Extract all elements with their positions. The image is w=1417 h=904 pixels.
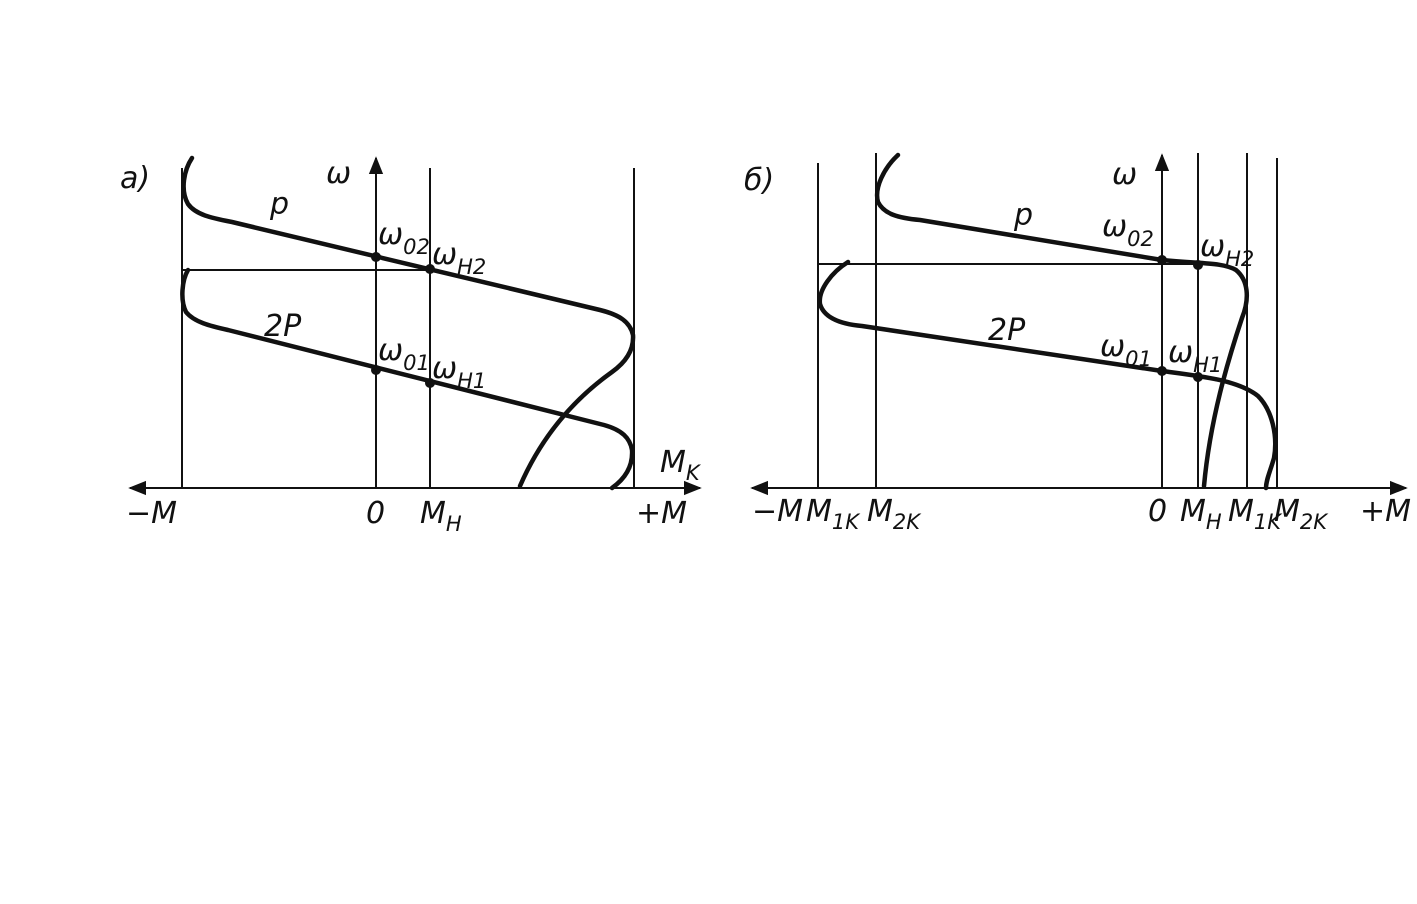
point-omega-01 bbox=[1157, 366, 1167, 376]
m2k-right-label: M2K bbox=[1274, 494, 1329, 534]
curve-p bbox=[181, 155, 636, 489]
panel-a: а) ω p 2P ω02 ωH2 ω01 ωH1 MK −M 0 MH +M bbox=[120, 155, 702, 536]
omega-h2-label: ωH2 bbox=[432, 237, 486, 279]
omega-h1-label: ωH1 bbox=[1168, 335, 1222, 377]
curve-2p bbox=[180, 267, 635, 491]
mh-label: MH bbox=[1180, 494, 1222, 534]
curve-2p-label: 2P bbox=[264, 309, 302, 344]
omega-01-label: ω01 bbox=[378, 333, 430, 375]
panel-a-tag: а) bbox=[120, 161, 150, 196]
curve-p-label: p bbox=[269, 187, 289, 222]
curve-p-label: p bbox=[1013, 198, 1033, 233]
panel-b-tag: б) bbox=[744, 163, 774, 198]
plus-m-label: +M bbox=[1360, 494, 1411, 529]
point-omega-h2 bbox=[425, 264, 435, 274]
point-omega-h1 bbox=[1193, 372, 1203, 382]
curve-p bbox=[874, 152, 1250, 489]
m2k-left-label: M2K bbox=[867, 494, 922, 534]
minus-m-label: −M bbox=[126, 496, 177, 531]
omega-axis-label: ω bbox=[1112, 157, 1137, 192]
omega-axis-label: ω bbox=[326, 156, 351, 191]
panel-b: б) ω p 2P ω02 ωH2 ω01 ωH1 −M M1K M2K 0 M… bbox=[744, 152, 1411, 534]
curve-2p-label: 2P bbox=[988, 313, 1026, 348]
mh-label: MH bbox=[420, 496, 462, 536]
m1k-left-label: M1K bbox=[806, 494, 861, 534]
curve-2p bbox=[817, 259, 1278, 491]
omega-02-label: ω02 bbox=[1102, 209, 1154, 251]
omega-01-label: ω01 bbox=[1100, 329, 1152, 371]
zero-label: 0 bbox=[1148, 494, 1167, 529]
point-omega-02 bbox=[1157, 255, 1167, 265]
mk-label: MK bbox=[660, 445, 702, 485]
point-omega-02 bbox=[371, 252, 381, 262]
zero-label: 0 bbox=[366, 496, 385, 531]
m1k-right-label: M1K bbox=[1228, 494, 1283, 534]
point-omega-01 bbox=[371, 365, 381, 375]
minus-m-label: −M bbox=[752, 494, 803, 529]
point-omega-h2 bbox=[1193, 260, 1203, 270]
plus-m-label: +M bbox=[636, 496, 687, 531]
omega-02-label: ω02 bbox=[378, 217, 430, 259]
omega-h1-label: ωH1 bbox=[432, 351, 486, 393]
omega-h2-label: ωH2 bbox=[1200, 229, 1254, 271]
point-omega-h1 bbox=[425, 378, 435, 388]
